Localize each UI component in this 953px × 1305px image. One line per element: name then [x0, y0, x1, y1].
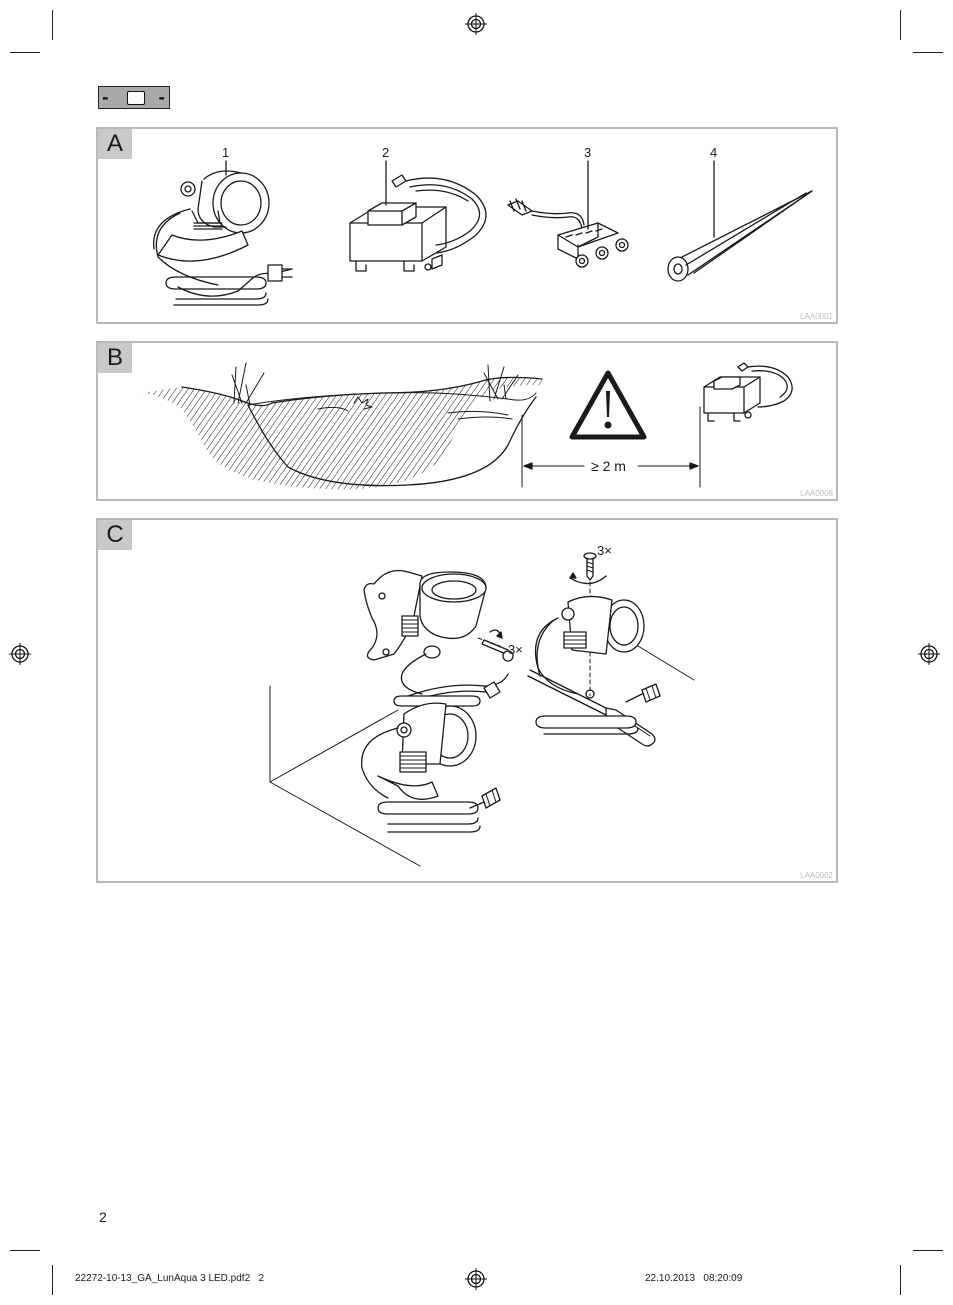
splitter-cable-icon [508, 199, 628, 267]
spotlight-icon [364, 571, 486, 695]
crop-mark [10, 52, 40, 53]
crop-mark [900, 1265, 901, 1295]
panel-c: C [96, 518, 838, 883]
transformer-icon [350, 175, 486, 271]
right-dash: - [158, 88, 165, 107]
item-number-2: 2 [382, 145, 389, 160]
figure-code: LAA0008 [800, 489, 833, 498]
registration-mark-icon [918, 643, 940, 665]
warning-icon [572, 373, 644, 437]
ground-spike-icon [668, 191, 812, 281]
left-dash: - [102, 88, 109, 107]
footer-datetime: 22.10.2013 08:20:09 [645, 1273, 742, 1284]
crop-mark [10, 1250, 40, 1251]
registration-mark-icon [465, 1268, 487, 1290]
figure-code: LAA0002 [800, 871, 833, 880]
page-number: 2 [99, 1209, 107, 1225]
transformer-icon [704, 363, 792, 421]
screen-icon [127, 91, 145, 105]
crop-mark [52, 10, 53, 40]
screw-count-top: 3× [597, 543, 612, 558]
crop-mark [913, 52, 943, 53]
spotlight-icon [154, 171, 292, 305]
screw-count-middle: 3× [508, 642, 523, 657]
item-number-3: 3 [584, 145, 591, 160]
pond-icon [142, 363, 542, 489]
panel-a: A [96, 127, 838, 324]
crop-mark [52, 1265, 53, 1295]
item-number-4: 4 [710, 145, 717, 160]
panel-b: B [96, 341, 838, 501]
panel-b-illustration [98, 343, 835, 498]
crop-mark [913, 1250, 943, 1251]
figure-code: LAA0001 [800, 312, 833, 321]
registration-mark-icon [9, 643, 31, 665]
distance-label: ≥ 2 m [591, 458, 626, 474]
panel-c-illustration [98, 520, 835, 880]
footer-file-name: 22272-10-13_GA_LunAqua 3 LED.pdf2 2 [75, 1273, 264, 1284]
registration-mark-icon [465, 13, 487, 35]
spotlight-icon [362, 703, 500, 832]
language-indicator: - - [98, 86, 170, 109]
item-number-1: 1 [222, 145, 229, 160]
crop-mark [900, 10, 901, 40]
panel-a-illustration [98, 129, 835, 321]
